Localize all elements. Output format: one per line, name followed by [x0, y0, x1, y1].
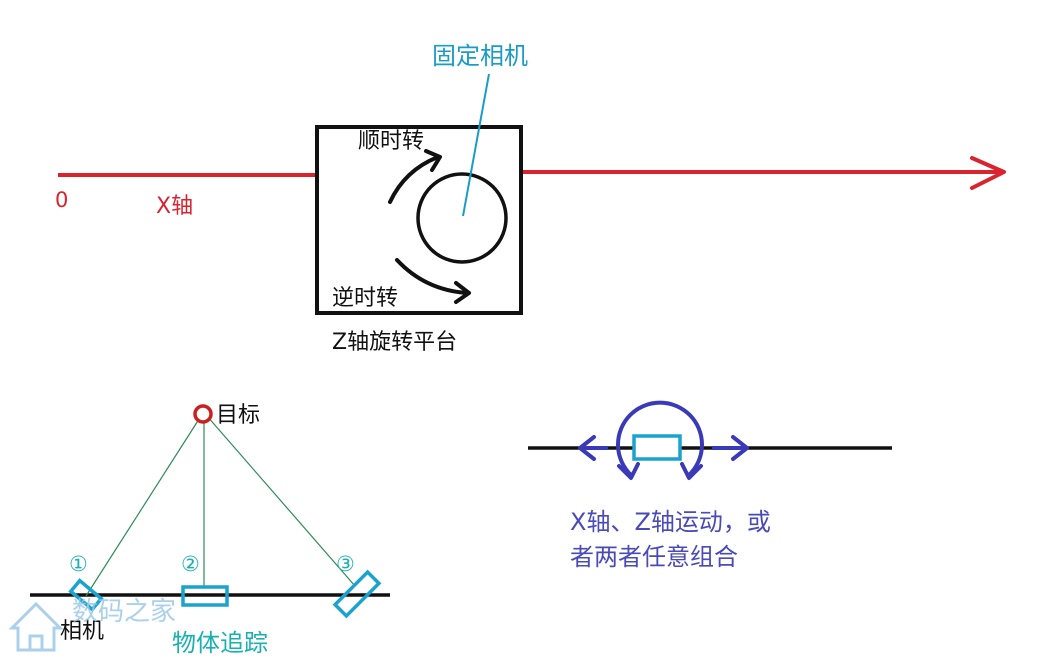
- watermark-house-door-icon: [28, 634, 44, 650]
- camera-label: 相机: [60, 619, 104, 644]
- motion-camera-box: [632, 434, 682, 461]
- tracking-group: 目标 ① ② ③ 相机 物体追踪: [30, 403, 390, 657]
- clockwise-label: 顺时转: [358, 129, 424, 154]
- origin-label: 0: [55, 188, 68, 212]
- counterclockwise-arrowhead-icon: [454, 281, 471, 304]
- motion-text-line-1: X轴、Z轴运动，或: [570, 508, 771, 536]
- position-number-3: ③: [336, 552, 355, 576]
- sight-line-1: [85, 415, 202, 597]
- clockwise-arrowhead-icon: [424, 149, 442, 172]
- motion-text-line-2: 者两者任意组合: [570, 543, 738, 571]
- right-arrow-icon: [731, 435, 749, 461]
- rotation-platform: 顺时转 逆时转 Z轴旋转平台: [315, 125, 523, 355]
- platform-box: [315, 125, 523, 315]
- left-arrow-icon: [578, 435, 596, 461]
- rotation-arc-icon: [616, 400, 704, 477]
- camera-position-1: [68, 578, 104, 612]
- position-number-2: ②: [181, 552, 200, 576]
- rotation-arc-left-head-icon: [617, 462, 640, 480]
- x-axis-arrowhead-icon: [970, 156, 1006, 190]
- position-number-1: ①: [69, 552, 88, 576]
- counterclockwise-arrow-icon: [395, 258, 469, 295]
- rotation-arc-right-head-icon: [680, 462, 703, 480]
- watermark-house-icon: [8, 601, 64, 652]
- camera-position-3: [332, 569, 382, 619]
- x-axis-label: X轴: [156, 194, 193, 219]
- fixed-camera-label: 固定相机: [432, 42, 528, 70]
- platform-label: Z轴旋转平台: [332, 330, 457, 355]
- clockwise-arrow-icon: [388, 155, 440, 204]
- object-tracking-label: 物体追踪: [172, 629, 268, 657]
- counterclockwise-label: 逆时转: [332, 286, 398, 311]
- watermark: 数码之家: [8, 597, 176, 652]
- camera-position-2: [181, 585, 229, 607]
- fixed-camera-pointer-line: [462, 73, 490, 217]
- target-label: 目标: [216, 403, 260, 428]
- fixed-camera-callout: 固定相机: [432, 42, 528, 217]
- motion-group: X轴、Z轴运动，或 者两者任意组合: [528, 400, 892, 571]
- target-marker-icon: [193, 404, 213, 424]
- rotation-circle: [416, 172, 508, 264]
- x-axis-group: 0 X轴: [55, 156, 1006, 219]
- sight-line-3: [206, 415, 356, 587]
- watermark-brand-text: 数码之家: [72, 597, 176, 627]
